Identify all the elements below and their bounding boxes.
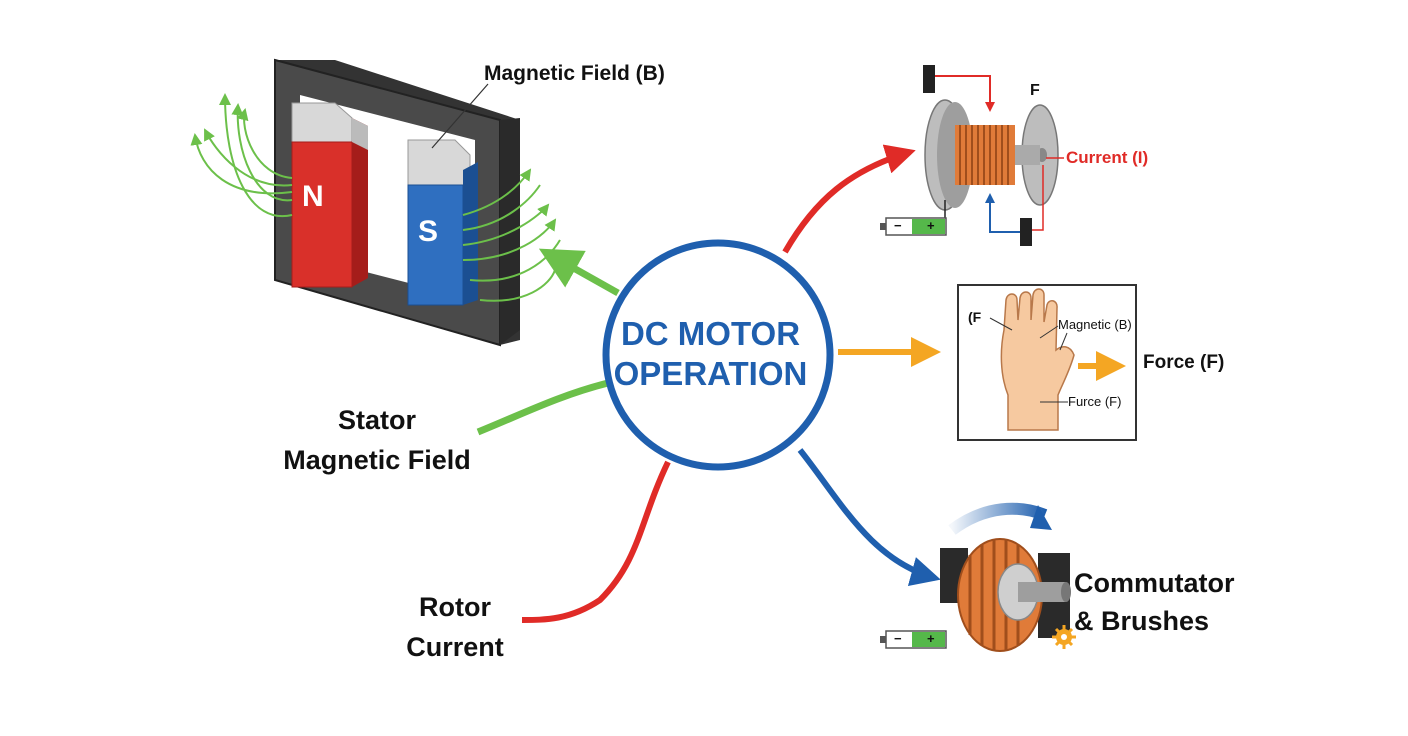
commutator-battery-minus: − xyxy=(894,631,902,646)
commutator-caption-line2: & Brushes xyxy=(1074,606,1210,636)
south-pole xyxy=(407,139,478,306)
stator-caption: Stator Magnetic Field xyxy=(262,400,492,480)
south-pole-label: S xyxy=(418,215,439,248)
rotation-arrowhead xyxy=(1030,505,1052,530)
rotor-caption: Rotor Current xyxy=(380,587,530,667)
stator-magnet-illustration xyxy=(190,58,561,347)
north-pole xyxy=(291,102,368,288)
stator-caption-line1: Stator xyxy=(337,405,416,435)
brush-bottom xyxy=(1020,218,1032,246)
rotor-caption-line2: Current xyxy=(406,632,504,662)
north-pole-label: N xyxy=(302,180,324,213)
commutator-battery-plus: + xyxy=(927,631,935,646)
hand-magnetic-label: Magnetic (B) xyxy=(1058,317,1132,332)
rotor-caption-line1: Rotor xyxy=(419,592,491,622)
connector-rotor-current xyxy=(521,460,671,623)
commutator-illustration xyxy=(880,502,1076,652)
coil-force-label: F xyxy=(1030,82,1040,99)
center-title-line2: OPERATION xyxy=(613,355,808,392)
coil-battery xyxy=(880,217,947,236)
connector-stator-field xyxy=(476,379,609,436)
connector-to-coil xyxy=(782,144,916,254)
coil-illustration xyxy=(880,65,1064,246)
hand-furce-label: Furce (F) xyxy=(1068,394,1122,409)
commutator-caption: Commutator & Brushes xyxy=(1074,564,1235,640)
current-arrow-top xyxy=(935,75,995,112)
connector-to-commutator xyxy=(797,448,941,587)
motor-shaft xyxy=(1018,582,1066,602)
hand-f-pointer xyxy=(989,317,1013,331)
hand-f-label: (F xyxy=(968,309,982,325)
magnetic-field-label: Magnetic Field (B) xyxy=(484,62,665,85)
brush-top xyxy=(923,65,935,93)
hand-magnetic-pointer xyxy=(1039,325,1059,339)
coil-current-label: Current (I) xyxy=(1066,148,1149,167)
gear-icon xyxy=(1052,625,1076,649)
hand-rule-panel xyxy=(957,284,1137,441)
commutator-caption-line1: Commutator xyxy=(1074,568,1235,598)
center-circle xyxy=(602,239,834,471)
connector-to-magnet xyxy=(538,248,620,297)
coil-battery-minus: − xyxy=(894,218,902,233)
center-title-line1: DC MOTOR xyxy=(620,315,801,352)
coil-battery-plus: + xyxy=(927,218,935,233)
field-lines-left xyxy=(190,93,293,218)
current-arrow-bottom xyxy=(985,193,1020,233)
force-label: Force (F) xyxy=(1143,352,1225,373)
magnetic-field-pointer xyxy=(431,83,489,149)
stator-caption-line2: Magnetic Field xyxy=(283,445,471,475)
center-title: DC MOTOR OPERATION xyxy=(603,314,818,394)
hand-illustration xyxy=(1000,288,1075,431)
commutator-battery xyxy=(880,630,947,649)
